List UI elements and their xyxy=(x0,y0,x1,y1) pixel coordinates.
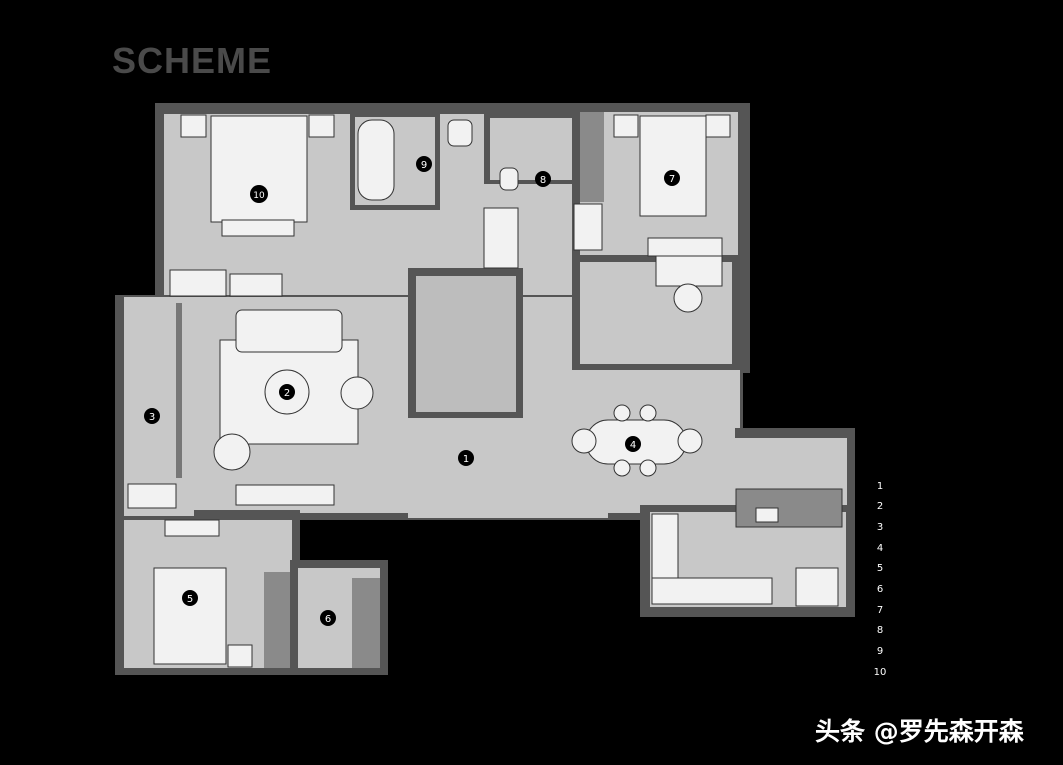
bed-5 xyxy=(153,567,227,665)
vanity-2 xyxy=(573,203,603,251)
legend-item: 8 xyxy=(870,621,890,641)
legend-label: 2 xyxy=(876,501,884,513)
room-marker: 4 xyxy=(625,436,641,452)
bed-bench xyxy=(221,219,295,237)
room-marker-label: 9 xyxy=(421,160,427,171)
room-marker-label: 10 xyxy=(253,191,265,201)
room-marker-label: 7 xyxy=(669,174,675,185)
desk xyxy=(169,269,227,297)
room-marker-label: 6 xyxy=(325,614,331,625)
island-sink xyxy=(755,507,779,523)
bathtub xyxy=(357,119,395,201)
dining-chair xyxy=(639,459,657,477)
legend-label: 5 xyxy=(876,563,884,575)
sofa xyxy=(235,309,343,353)
legend-label: 6 xyxy=(876,583,884,595)
room-marker-label: 1 xyxy=(463,454,469,465)
furniture xyxy=(127,114,843,668)
legend-item: 1 xyxy=(870,476,890,496)
armchair-2 xyxy=(213,433,251,471)
bed-7 xyxy=(639,115,707,217)
shelf-5 xyxy=(164,519,220,537)
room-marker: 3 xyxy=(144,408,160,424)
ns-7a xyxy=(613,114,639,138)
room-marker: 1 xyxy=(458,450,474,466)
legend-item: 5 xyxy=(870,559,890,579)
room-marker-label: 8 xyxy=(540,175,546,186)
room-marker-label: 3 xyxy=(149,412,155,423)
nightstand-right xyxy=(308,114,335,138)
dining-chair xyxy=(613,404,631,422)
cabinet-3 xyxy=(127,483,177,509)
legend-item: 4 xyxy=(870,538,890,558)
room-marker-label: 4 xyxy=(630,440,636,451)
legend-label: 1 xyxy=(876,480,884,492)
legend-item: 9 xyxy=(870,642,890,662)
room-marker-label: 2 xyxy=(284,388,290,399)
dining-chair xyxy=(639,404,657,422)
room-marker-label: 5 xyxy=(187,594,193,605)
nightstand-left xyxy=(180,114,207,138)
ns-7b xyxy=(705,114,731,138)
room-markers: 1 2 3 4 5 6 7 8 9 10 xyxy=(144,156,680,626)
room-marker: 5 xyxy=(182,590,198,606)
legend-label: 9 xyxy=(876,646,884,657)
toilet-2 xyxy=(499,167,519,191)
desk-7 xyxy=(647,237,723,257)
desk-7b xyxy=(655,255,723,287)
fridge xyxy=(795,567,839,607)
desk-2 xyxy=(229,273,283,297)
room-marker: 2 xyxy=(279,384,295,400)
legend: 1 2 3 4 5 6 7 8 9 10 xyxy=(870,476,894,683)
counter-bottom xyxy=(651,577,773,605)
legend-label: 8 xyxy=(876,625,884,637)
legend-label: 4 xyxy=(876,542,884,554)
dining-chair xyxy=(571,428,597,454)
plan-title: SCHEME xyxy=(112,40,273,81)
legend-item: 3 xyxy=(870,517,890,537)
legend-item: 7 xyxy=(870,600,890,620)
kitchen-island xyxy=(735,488,843,528)
legend-label: 3 xyxy=(876,521,884,533)
room-marker: 8 xyxy=(535,171,551,187)
legend-label: 7 xyxy=(876,604,884,616)
room-marker: 6 xyxy=(320,610,336,626)
master-bed xyxy=(210,115,308,223)
armchair xyxy=(340,376,374,410)
room-marker: 9 xyxy=(416,156,432,172)
legend-item: 2 xyxy=(870,497,890,517)
chair-7 xyxy=(673,283,703,313)
watermark: 头条 @罗先森开森 xyxy=(815,717,1024,746)
tv-cabinet xyxy=(235,484,335,506)
toilet xyxy=(447,119,473,147)
room-marker: 10 xyxy=(250,185,268,203)
legend-item: 6 xyxy=(870,579,890,599)
legend-label: 10 xyxy=(873,666,887,678)
legend-item: 10 xyxy=(870,662,890,682)
dining-chair xyxy=(613,459,631,477)
dining-chair xyxy=(677,428,703,454)
room-marker: 7 xyxy=(664,170,680,186)
ns-5 xyxy=(227,644,253,668)
vanity xyxy=(483,207,519,269)
